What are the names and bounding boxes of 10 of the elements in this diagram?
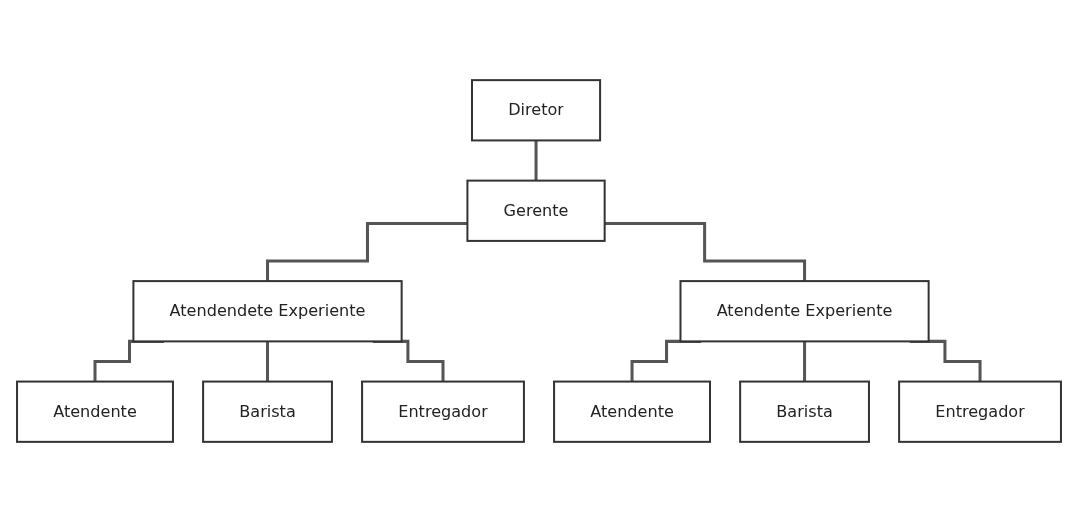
node-box: Barista [738,380,870,443]
node-box: Gerente [465,179,606,242]
node-box: Entregador [897,380,1062,443]
node-box: Atendendete Experiente [131,279,403,342]
node-box: Atendente [15,380,174,443]
node-box: Entregador [360,380,525,443]
node-box: Atendente [552,380,711,443]
node-box: Barista [201,380,333,443]
node-box: Diretor [470,78,601,141]
node-box: Atendente Experiente [678,279,930,342]
